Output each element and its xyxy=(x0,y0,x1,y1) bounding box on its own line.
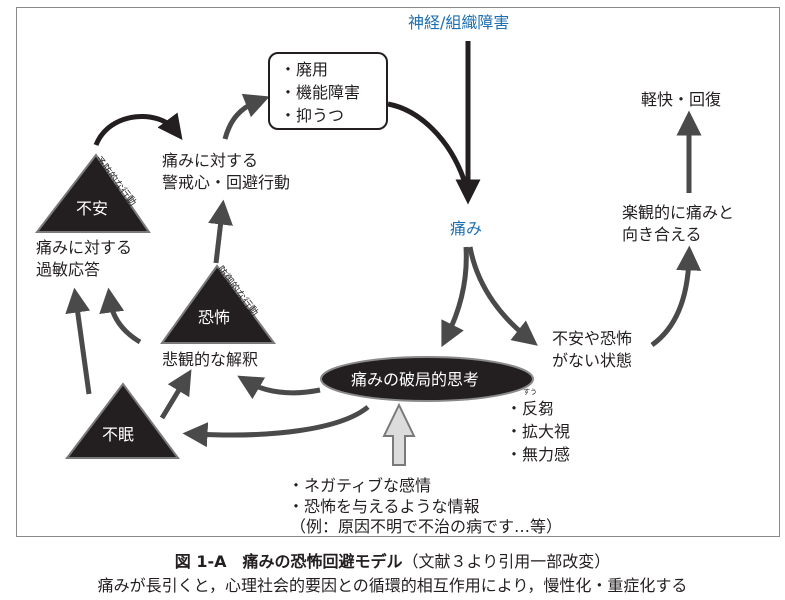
outcome-item: ・抑うつ xyxy=(280,106,345,125)
anxiety-label: 不安 xyxy=(76,199,109,218)
optimistic-line-2: 向き合える xyxy=(622,225,702,244)
figure-caption-title-row: 図 1-A 痛みの恐怖回避モデル（文献３より引用一部改変） xyxy=(0,548,785,572)
catastrophizing-item: ・反芻 xyxy=(506,399,555,418)
influence-item: （例：原因不明で不治の病です…等） xyxy=(290,517,563,536)
insomnia-label: 不眠 xyxy=(102,425,135,444)
arrow-box-to-pain xyxy=(387,101,467,181)
arrow-vigilance-to-box xyxy=(222,93,270,140)
influence-item: ・ネガティブな感情 xyxy=(288,476,432,495)
optimistic-line-1: 楽観的に痛みと xyxy=(622,203,735,222)
influence-item: ・恐怖を与えるような情報 xyxy=(288,497,480,516)
anxiety-triangle xyxy=(34,153,151,233)
catastrophizing-item: ・拡大視 xyxy=(506,422,571,441)
rumination-ruby: すう xyxy=(523,388,537,396)
catastrophizing-label: 痛みの破局的思考 xyxy=(351,370,480,389)
figure-frame xyxy=(16,7,780,537)
arrow-anxiety-to-vigilance xyxy=(93,112,183,147)
vigilance-line-1: 痛みに対する xyxy=(162,151,259,170)
pessimistic-interpretation-label: 悲観的な解釈 xyxy=(162,350,259,369)
hypersensitivity-line-2: 過敏応答 xyxy=(36,260,101,279)
hypersensitivity-line-1: 痛みに対する xyxy=(36,238,133,257)
no-fear-line-1: 不安や恐怖 xyxy=(552,329,633,348)
outcome-item: ・機能障害 xyxy=(280,83,361,102)
catastrophizing-ellipse xyxy=(320,356,534,402)
arrow-insomnia-to-pessimistic xyxy=(159,369,192,420)
figure-caption-title: 図 1-A 痛みの恐怖回避モデル xyxy=(174,552,403,571)
no-fear-line-2: がない状態 xyxy=(552,351,633,370)
arrow-no-fear-to-optimistic xyxy=(650,245,702,348)
outcome-box: ・廃用 ・機能障害 ・抑うつ xyxy=(268,52,388,130)
vigilance-line-2: 警戒心・回避行動 xyxy=(162,173,291,192)
arrow-fear-to-vigilance xyxy=(208,199,233,264)
arrow-catastrophizing-to-insomnia xyxy=(182,405,370,448)
fear-triangle xyxy=(160,264,276,344)
influence-up-arrow xyxy=(382,402,416,466)
nerve-tissue-damage-label: 神経/組織障害 xyxy=(408,13,510,32)
figure-caption-source: （文献３より引用一部改変） xyxy=(402,552,611,571)
arrow-insomnia-to-hypersensitivity xyxy=(65,287,92,395)
arrow-pessimistic-to-hypersensitivity xyxy=(99,287,142,345)
recovery-label: 軽快・回復 xyxy=(641,90,722,109)
figure-caption-description: 痛みが長引くと，心理社会的要因との循環的相互作用により，慢性化・重症化する xyxy=(97,576,688,595)
fear-label: 恐怖 xyxy=(198,308,231,327)
catastrophizing-item: ・無力感 xyxy=(506,445,571,464)
pain-label: 痛み xyxy=(450,219,483,238)
arrow-catastrophizing-to-pessimistic xyxy=(237,375,321,400)
outcome-item: ・廃用 xyxy=(280,60,329,79)
insomnia-triangle xyxy=(64,382,180,459)
arrow-pain-to-no-fear xyxy=(467,246,538,346)
arrow-pain-to-catastrophizing xyxy=(441,246,469,348)
